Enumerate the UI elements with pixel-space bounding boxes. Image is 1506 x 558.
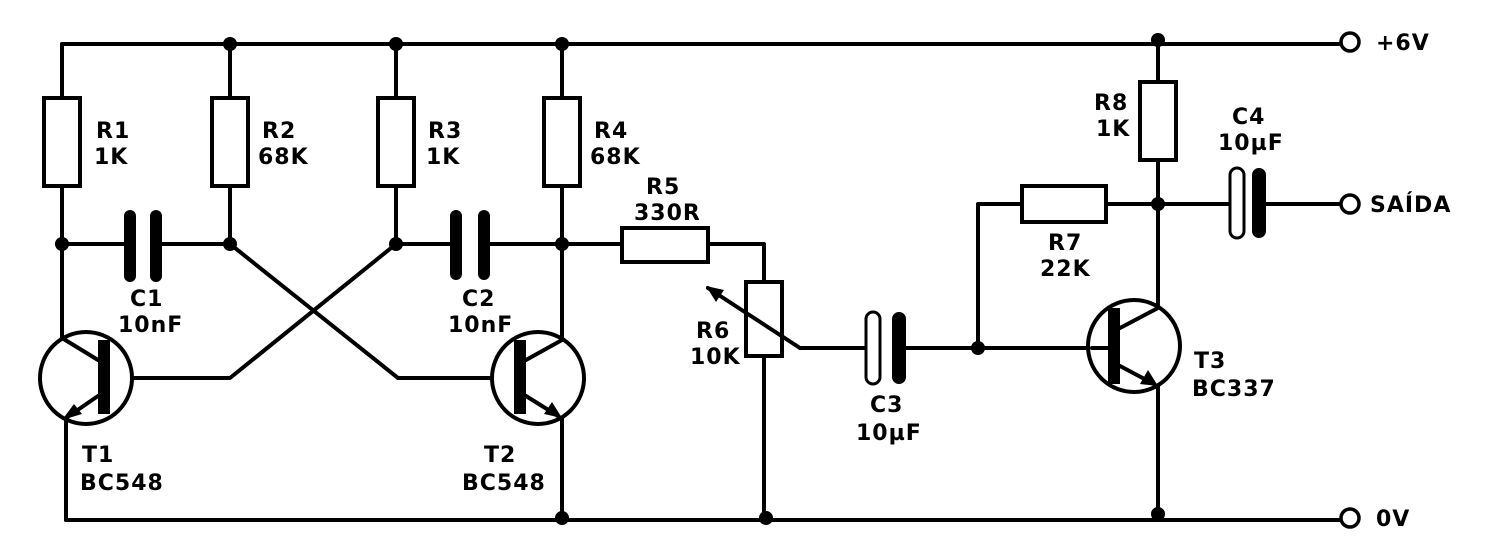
r7-label: R7 xyxy=(1048,231,1082,256)
ground-label: 0V xyxy=(1376,507,1410,532)
r6-label: R6 xyxy=(696,319,730,344)
r5-value: 330R xyxy=(634,201,701,226)
c1-value: 10nF xyxy=(118,313,183,338)
r1-label: R1 xyxy=(96,119,130,144)
t3-label: T3 xyxy=(1194,349,1226,374)
ground-terminal xyxy=(1339,507,1361,529)
r2-label: R2 xyxy=(262,119,296,144)
r6-wiper-arrow xyxy=(706,286,802,350)
r4-value: 68K xyxy=(590,145,641,170)
vcc-terminal xyxy=(1339,31,1361,53)
r7-resistor xyxy=(1020,184,1108,224)
c2-value: 10nF xyxy=(448,313,513,338)
r8-resistor xyxy=(1138,80,1178,162)
r8-label: R8 xyxy=(1094,91,1128,116)
c3-value: 10µF xyxy=(856,421,922,446)
r4-label: R4 xyxy=(594,119,628,144)
output-terminal xyxy=(1339,193,1361,215)
c4-label: C4 xyxy=(1232,105,1265,130)
c4-value: 10µF xyxy=(1218,131,1284,156)
r5-label: R5 xyxy=(646,175,680,200)
component-labels: R1 1K R2 68K R3 1K R4 68K R5 330R R6 10K… xyxy=(80,31,1451,532)
t1-label: T1 xyxy=(82,443,114,468)
t3-transistor xyxy=(1086,298,1182,394)
r4-resistor xyxy=(542,96,582,188)
r3-value: 1K xyxy=(426,145,460,170)
t1-value: BC548 xyxy=(80,471,164,496)
r3-label: R3 xyxy=(428,119,462,144)
c1-label: C1 xyxy=(130,287,163,312)
r7-value: 22K xyxy=(1040,257,1091,282)
r2-value: 68K xyxy=(258,145,309,170)
vcc-label: +6V xyxy=(1376,31,1430,56)
t3-value: BC337 xyxy=(1192,377,1276,402)
c2-label: C2 xyxy=(462,287,495,312)
r1-value: 1K xyxy=(94,145,128,170)
r3-resistor xyxy=(376,96,416,188)
r2-resistor xyxy=(210,96,250,188)
c1-capacitor xyxy=(124,210,162,282)
r1-resistor xyxy=(42,96,82,188)
c3-capacitor xyxy=(864,310,906,386)
wires xyxy=(60,42,1342,522)
output-label: SAÍDA xyxy=(1370,192,1451,218)
r6-value: 10K xyxy=(690,345,741,370)
t2-label: T2 xyxy=(484,443,516,468)
c2-capacitor xyxy=(450,210,490,280)
r5-resistor xyxy=(620,226,710,264)
c4-capacitor xyxy=(1228,166,1266,240)
r6-potentiometer xyxy=(744,280,784,358)
t2-transistor xyxy=(490,330,586,426)
t1-transistor xyxy=(38,330,134,426)
c3-label: C3 xyxy=(870,393,903,418)
junction-dots xyxy=(55,33,1165,525)
r8-value: 1K xyxy=(1096,117,1130,142)
t2-value: BC548 xyxy=(462,471,546,496)
